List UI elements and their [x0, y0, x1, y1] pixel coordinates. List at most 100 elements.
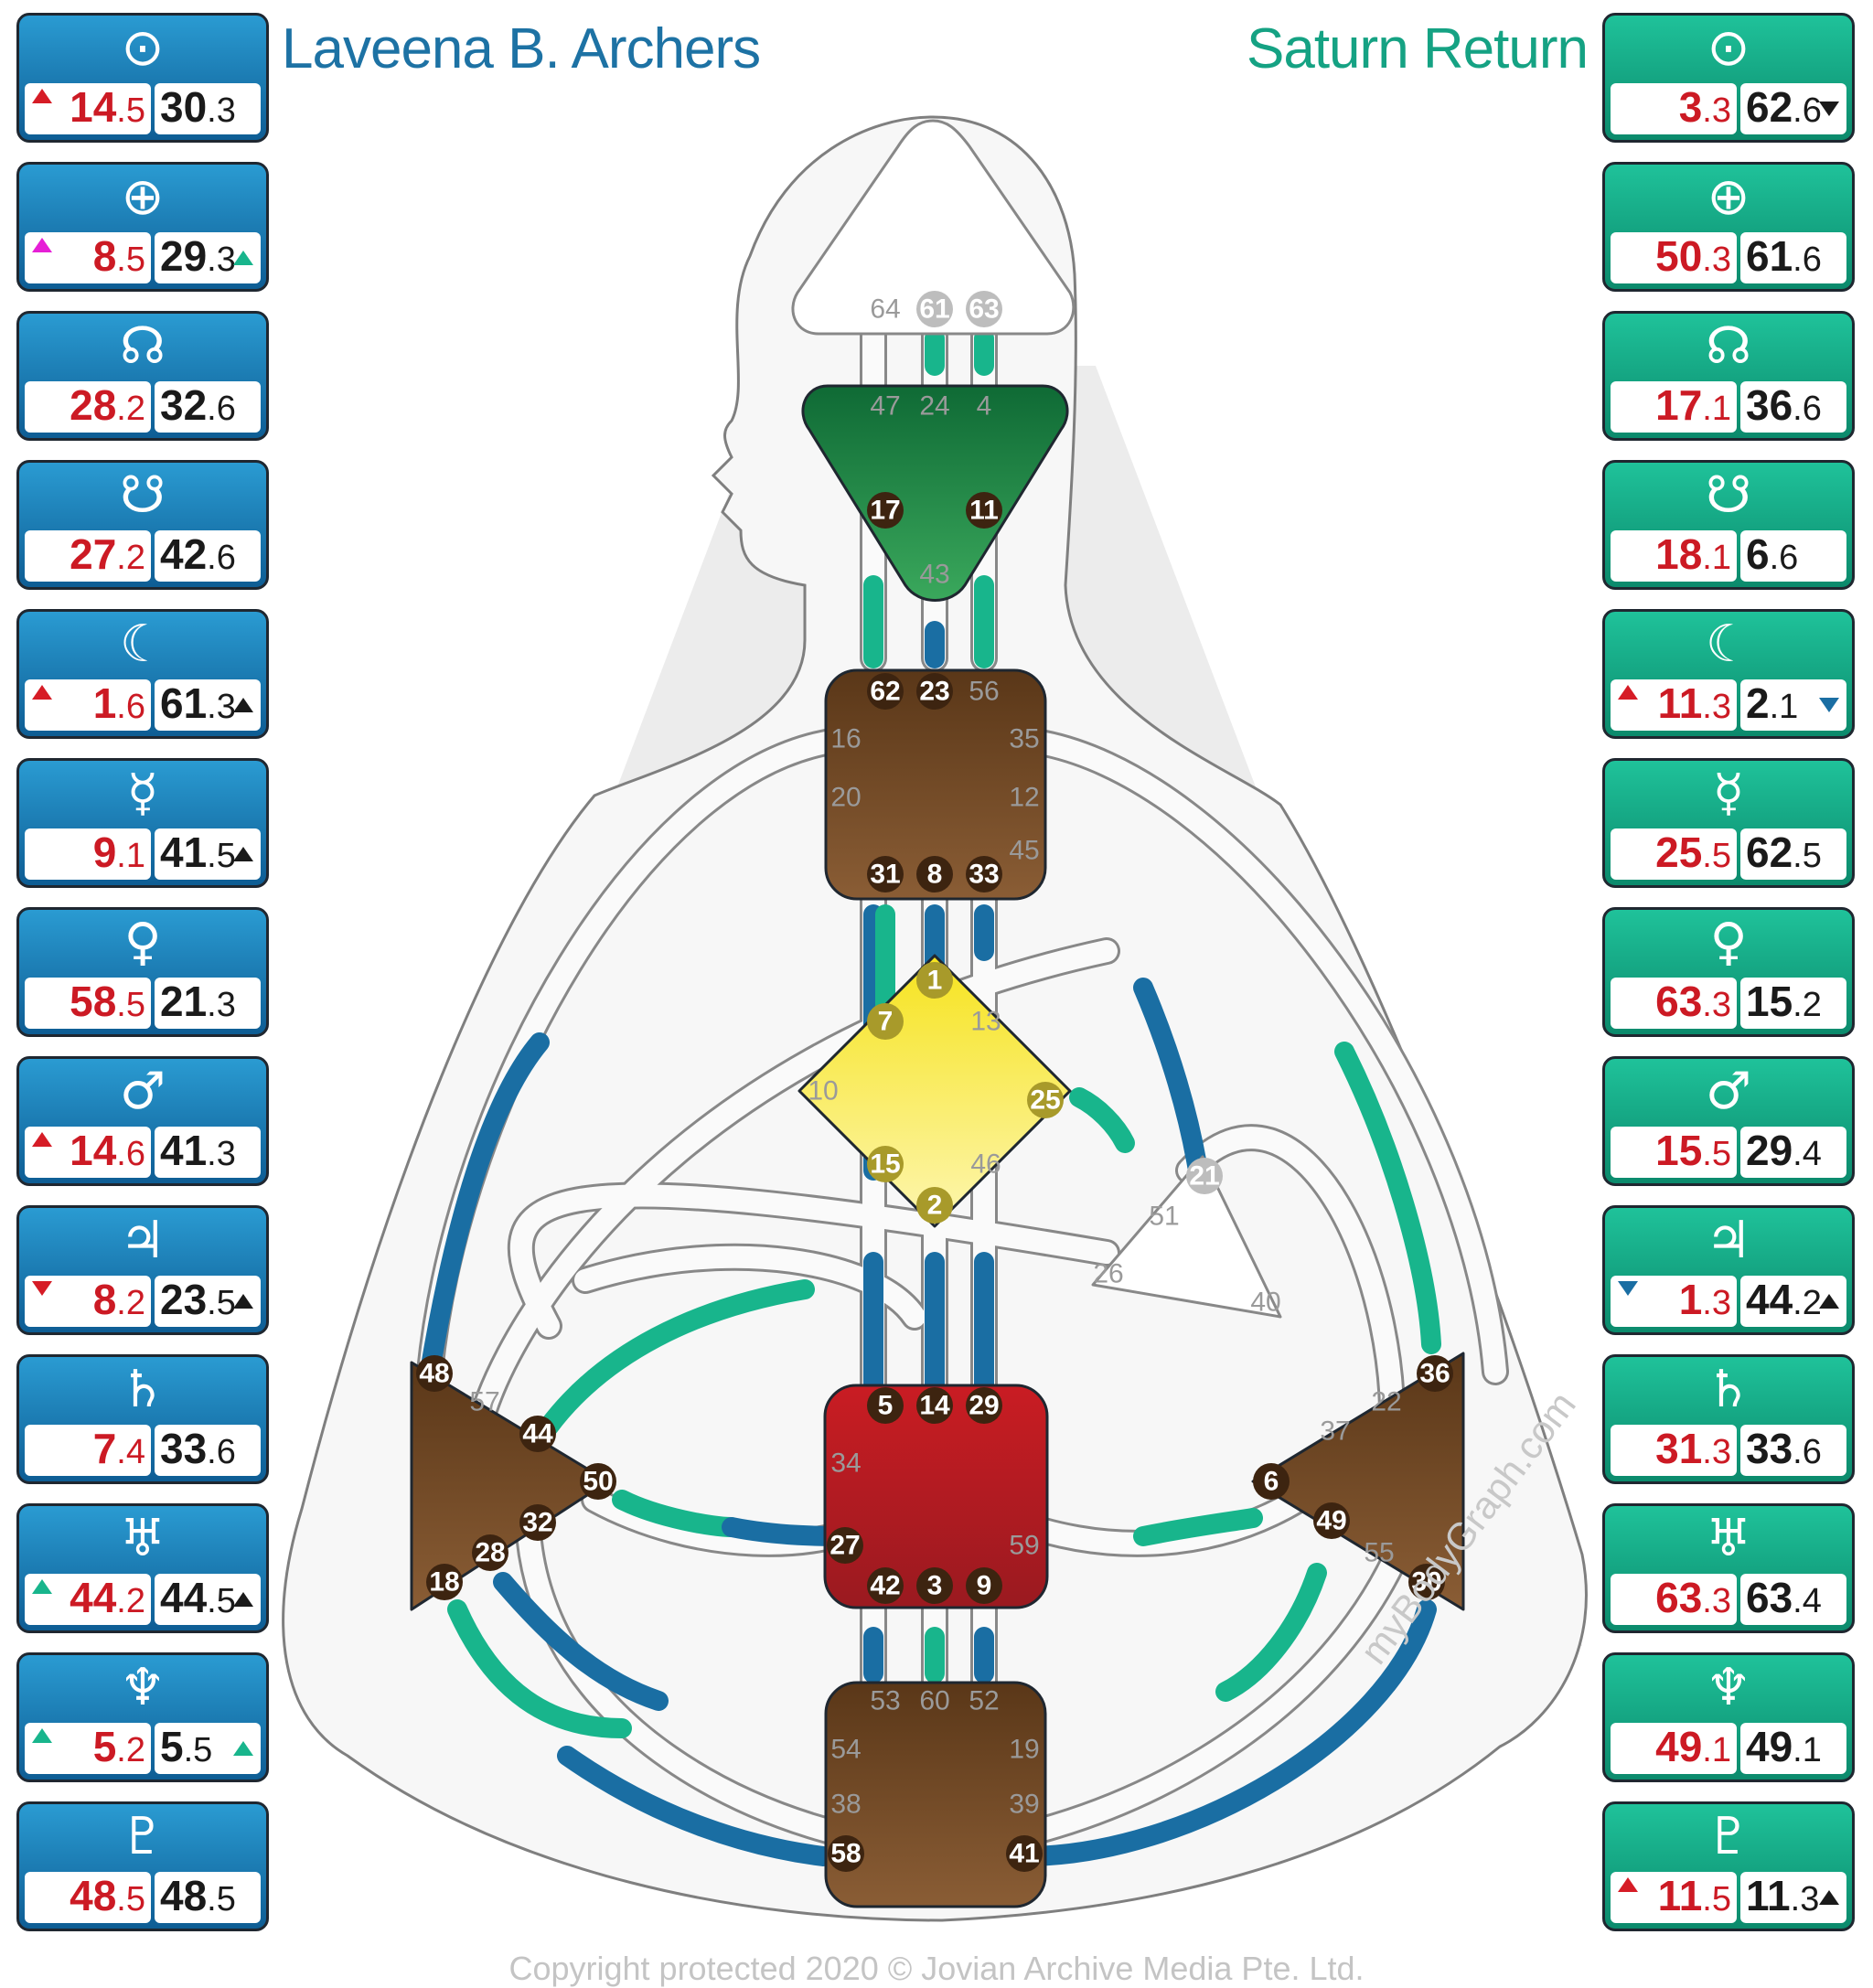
personality-gate-line: 23.5 — [155, 1276, 261, 1327]
personality-gate-line: 29.3 — [155, 232, 261, 283]
gate-59: 59 — [1009, 1531, 1039, 1561]
gate-34-label: 34 — [830, 1448, 861, 1479]
gate-46-label: 46 — [970, 1149, 1001, 1180]
gate-59-label: 59 — [1009, 1531, 1039, 1561]
gate-8: 8 — [916, 856, 953, 892]
venus-icon: ♀ — [123, 913, 162, 972]
gate-6-badge — [1253, 1463, 1290, 1500]
gate-29: 29 — [966, 1387, 1002, 1424]
design-gate-line: 8.2 — [25, 1276, 151, 1327]
gate-25-51 — [1069, 1087, 1135, 1153]
south-node-icon: ☋ — [120, 465, 166, 525]
arrow-up-icon — [32, 1579, 52, 1594]
north-node-icon: ☊ — [120, 316, 166, 376]
gate-7-label: 7 — [878, 1007, 894, 1037]
gate-1-badge — [916, 962, 953, 999]
personality-gate-line: 41.3 — [155, 1127, 261, 1178]
center-g[interactable] — [797, 954, 1072, 1228]
gate-49-label: 49 — [1316, 1506, 1346, 1536]
design-gate-line: 49.1 — [1611, 1723, 1737, 1774]
pluto-icon: ♇ — [119, 1807, 166, 1866]
design-gate-line: 8.5 — [25, 232, 151, 283]
gate-42-badge — [867, 1567, 904, 1604]
personality-gate-line: 62.5 — [1740, 828, 1846, 880]
center-throat[interactable] — [824, 668, 1047, 901]
design-gate-line: 25.5 — [1611, 828, 1737, 880]
gate-11-label: 11 — [969, 496, 999, 526]
gate-12: 12 — [1009, 783, 1039, 813]
gate-5-badge — [867, 1387, 904, 1424]
design-gate-line: 15.5 — [1611, 1127, 1737, 1178]
gate-1-label: 1 — [927, 966, 943, 996]
gate-32: 32 — [519, 1504, 556, 1541]
design-gate-line: 5.2 — [25, 1723, 151, 1774]
center-head[interactable] — [791, 119, 1076, 336]
gate-9-badge — [966, 1567, 1002, 1604]
north-node-icon: ☊ — [1706, 316, 1751, 376]
center-root[interactable] — [824, 1681, 1047, 1908]
gate-46: 46 — [970, 1149, 1001, 1180]
design-gate-line: 27.2 — [25, 530, 151, 582]
gate-63-badge — [966, 291, 1002, 327]
neptune-icon: ♆ — [1705, 1658, 1752, 1717]
gate-26: 26 — [1093, 1259, 1123, 1289]
gate-2-label: 2 — [927, 1191, 943, 1221]
gate-16: 16 — [830, 724, 861, 754]
center-sacral[interactable] — [823, 1384, 1049, 1609]
gate-36: 36 — [1417, 1355, 1453, 1392]
gate-6: 6 — [1253, 1463, 1290, 1500]
gate-33-label: 33 — [969, 860, 999, 890]
gate-53: 53 — [870, 1686, 900, 1716]
gate-29-label: 29 — [969, 1391, 999, 1421]
gate-39-label: 39 — [1009, 1790, 1039, 1820]
gate-19: 19 — [1009, 1735, 1039, 1765]
gate-5-label: 5 — [878, 1391, 894, 1421]
mars-icon: ♂ — [1705, 1062, 1752, 1121]
gate-32-badge — [519, 1504, 556, 1541]
gate-21: 21 — [1186, 1158, 1223, 1194]
design-gate-line: 44.2 — [25, 1574, 151, 1625]
arrow-up-icon — [233, 847, 253, 861]
gate-17-badge — [867, 492, 904, 529]
center-ego[interactable] — [1091, 1155, 1282, 1319]
center-solar-plexus[interactable] — [1251, 1352, 1465, 1611]
center-spleen[interactable] — [410, 1361, 610, 1611]
saturn-icon: ♄ — [119, 1360, 166, 1419]
center-ajna[interactable] — [801, 384, 1069, 602]
gate-8-label: 8 — [927, 860, 943, 890]
gate-41-label: 41 — [1009, 1839, 1039, 1869]
gate-43: 43 — [919, 560, 949, 590]
gate-3: 3 — [916, 1567, 953, 1604]
gate-32-label: 32 — [522, 1508, 552, 1538]
personality-gate-line: 61.3 — [155, 679, 261, 731]
gate-9-label: 9 — [977, 1571, 992, 1601]
design-gate-line: 14.5 — [25, 83, 151, 134]
